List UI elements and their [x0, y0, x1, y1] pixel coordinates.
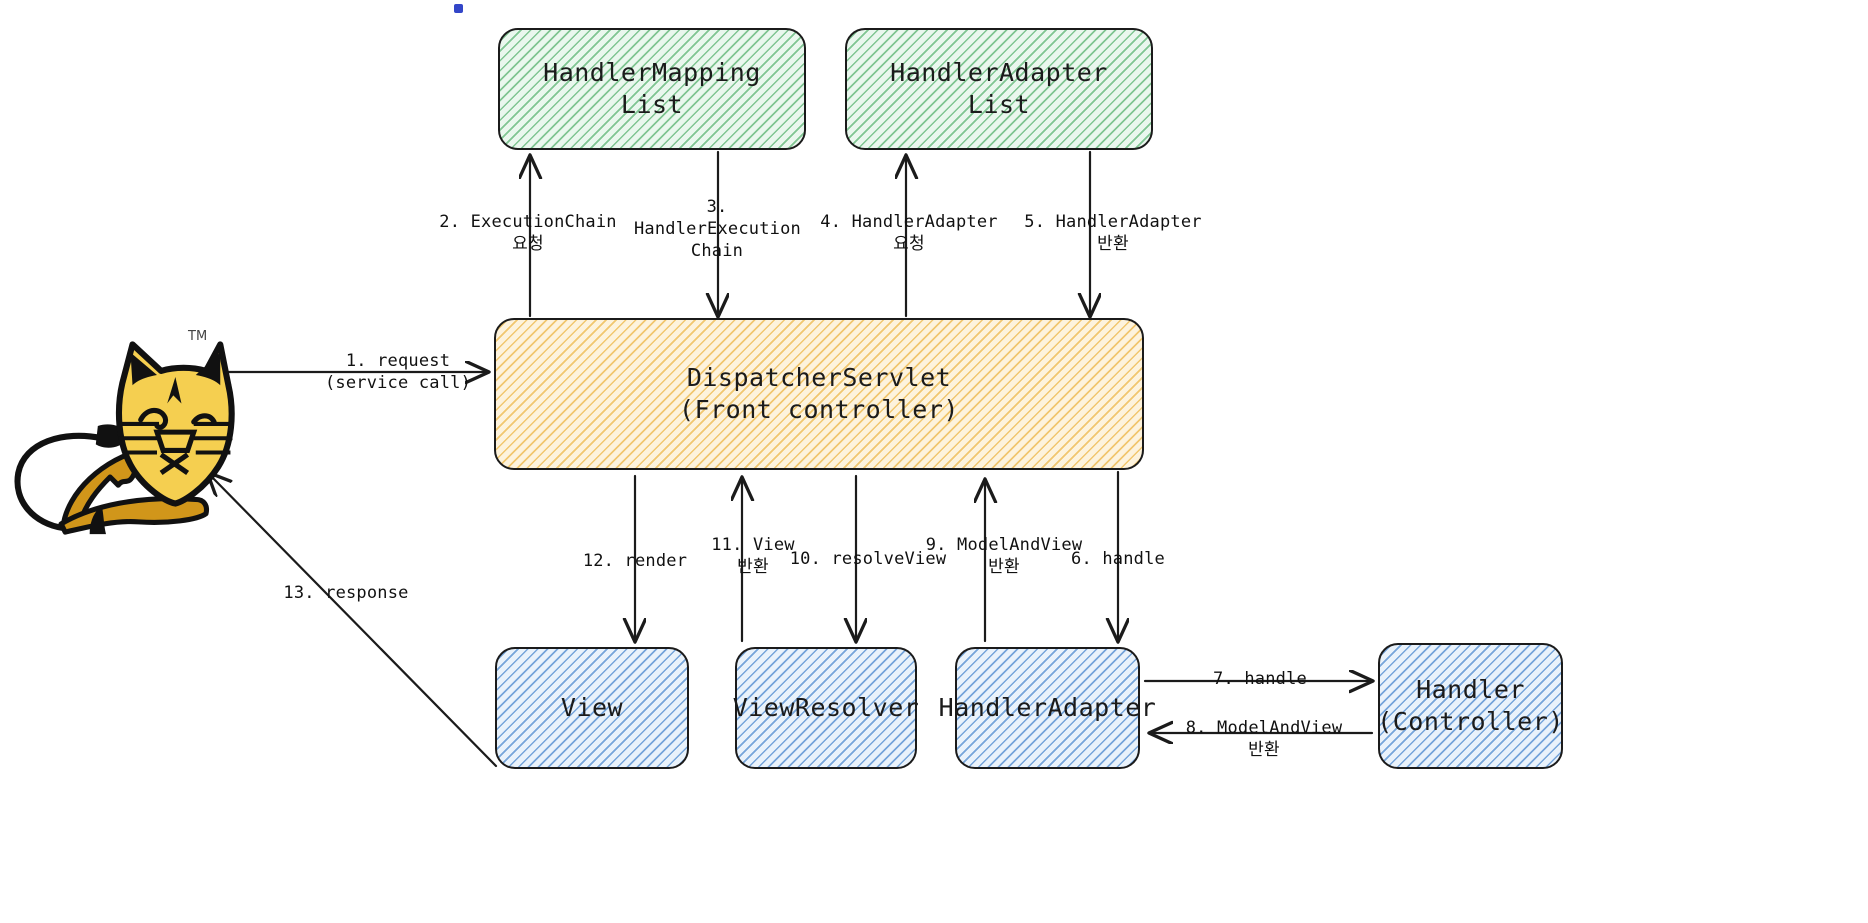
edge-label-e11-view-return: 11. View 반환 — [711, 535, 795, 578]
trademark-mark: TM — [187, 329, 207, 344]
node-label: HandlerAdapter List — [890, 58, 1124, 119]
node-handler-adapter-list[interactable]: HandlerAdapter List — [845, 28, 1153, 150]
edge-label-e3-handler-execution-chain: 3. HandlerExecution Chain — [634, 197, 801, 262]
edge-e13-response — [208, 473, 498, 768]
node-label: HandlerMapping List — [543, 58, 777, 119]
edge-label-e8-model-and-view-return: 8. ModelAndView 반환 — [1185, 718, 1343, 761]
node-handler-controller[interactable]: Handler (Controller) — [1377, 643, 1563, 769]
edge-label-e1-request: 1. request (service call) — [324, 351, 472, 394]
node-dispatcher-servlet[interactable]: DispatcherServlet (Front controller) — [494, 318, 1144, 470]
node-label: DispatcherServlet (Front controller) — [679, 363, 959, 424]
node-label: View — [560, 693, 624, 722]
edge-label-e10-resolve-view: 10. resolveView — [789, 549, 947, 569]
edge-label-e5-handler-adapter-return: 5. HandlerAdapter 반환 — [1024, 212, 1202, 255]
edge-label-e6-handle: 6. handle — [1071, 549, 1165, 569]
edge-label-e13-response: 13. response — [283, 583, 409, 603]
edge-label-e7-handle: 7. handle — [1213, 669, 1307, 689]
node-view-resolver[interactable]: ViewResolver — [733, 647, 919, 769]
edge-label-e9-model-and-view-return: 9. ModelAndView 반환 — [925, 535, 1083, 578]
edge-label-e12-render: 12. render — [582, 551, 688, 571]
tomcat-logo — [14, 341, 235, 535]
node-handler-adapter[interactable]: HandlerAdapter — [939, 647, 1156, 769]
edge-label-e2-execution-chain: 2. ExecutionChain 요청 — [439, 212, 617, 255]
node-label: HandlerAdapter — [938, 693, 1157, 722]
edge-lines — [208, 150, 1372, 768]
node-view[interactable]: View — [495, 647, 689, 769]
edge-label-e4-handler-adapter-request: 4. HandlerAdapter 요청 — [820, 212, 998, 255]
cursor-dot — [454, 4, 463, 13]
node-handler-mapping-list[interactable]: HandlerMapping List — [498, 28, 806, 150]
node-label: ViewResolver — [732, 693, 920, 722]
node-label: Handler (Controller) — [1377, 675, 1564, 736]
